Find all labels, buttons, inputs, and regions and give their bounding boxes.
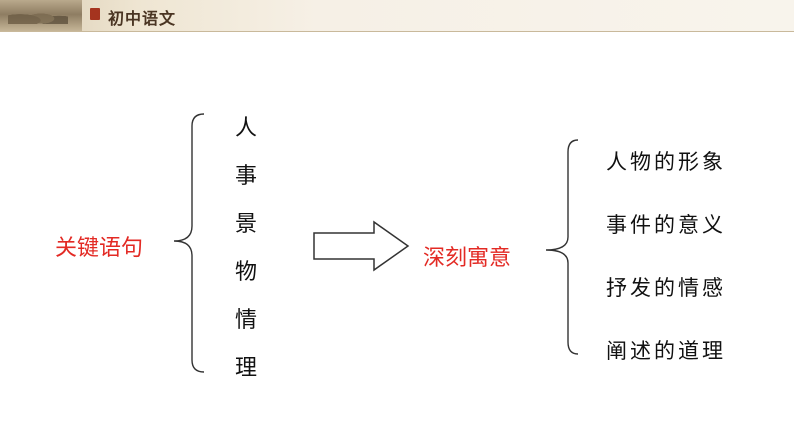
left-item-4: 物 xyxy=(235,260,258,285)
left-item-5: 情 xyxy=(235,308,258,333)
header-divider xyxy=(0,31,794,32)
header-title: 初中语文 xyxy=(108,9,177,28)
right-arrow-icon xyxy=(313,220,410,272)
right-brace xyxy=(545,139,579,355)
left-item-6: 理 xyxy=(235,356,258,381)
right-item-3: 抒发的情感 xyxy=(606,276,726,300)
seal-icon xyxy=(90,8,100,20)
right-item-4: 阐述的道理 xyxy=(606,339,726,363)
left-brace xyxy=(173,113,205,373)
right-term: 深刻寓意 xyxy=(423,246,512,271)
left-item-3: 景 xyxy=(235,212,258,237)
right-item-2: 事件的意义 xyxy=(606,213,726,237)
slide-header: 初中语文 xyxy=(0,0,794,32)
left-item-2: 事 xyxy=(235,164,258,189)
left-item-1: 人 xyxy=(235,116,258,141)
left-term: 关键语句 xyxy=(55,236,144,261)
right-item-1: 人物的形象 xyxy=(606,150,726,174)
landscape-painting-icon xyxy=(0,0,82,32)
